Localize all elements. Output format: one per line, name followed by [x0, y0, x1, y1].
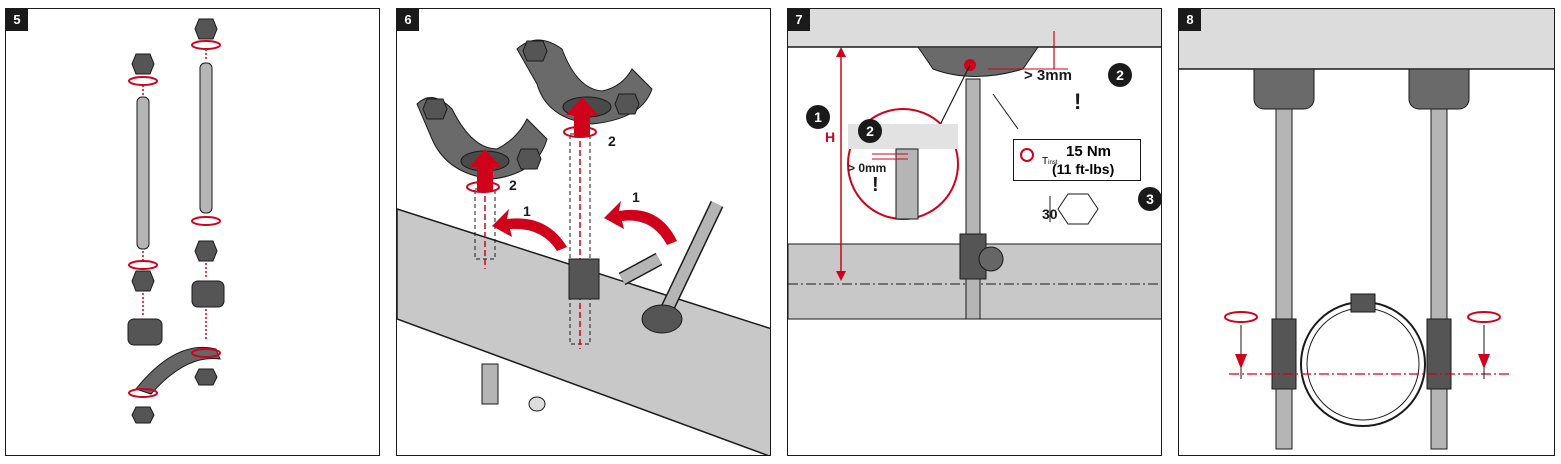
step-7-panel: 7 H 1 2 2 3 > 3mm ! > 0mm ! Tinst 15 Nm …	[787, 8, 1162, 456]
rotate-label-left: 2	[509, 177, 517, 193]
height-check-illustration	[788, 9, 1161, 320]
step-number: 7	[788, 9, 810, 31]
marker-2-detail: 2	[858, 119, 882, 143]
rotate-label-right: 2	[608, 133, 616, 149]
mounting-illustration	[397, 39, 770, 455]
marker-1: 1	[806, 105, 830, 129]
wrench-size: 30	[1042, 206, 1058, 222]
left-rod-assembly	[127, 53, 221, 424]
right-rod-assembly	[191, 18, 225, 386]
check-mark-detail: !	[872, 174, 879, 196]
step-6-panel: 6	[396, 8, 771, 456]
gap-top-label: > 3mm	[1024, 67, 1072, 84]
step-number: 5	[6, 9, 28, 31]
step-number: 8	[1179, 9, 1201, 31]
torque-nm: 15 Nm	[1066, 143, 1112, 160]
exploded-assembly-illustration	[127, 18, 225, 424]
height-label: H	[825, 129, 836, 145]
marker-3: 3	[1138, 187, 1161, 211]
arrow-label-left: 1	[523, 203, 531, 219]
arrow-label-right: 1	[632, 189, 640, 205]
torque-wrench-icon	[1020, 148, 1034, 162]
torque-symbol: Tinst	[1042, 156, 1058, 167]
check-mark-top: !	[1074, 89, 1082, 114]
torque-spec-box: Tinst 15 Nm (11 ft-lbs)	[1013, 139, 1141, 181]
step-5-panel: 5	[5, 8, 380, 456]
final-assembly-illustration	[1179, 9, 1554, 450]
step-number: 6	[397, 9, 419, 31]
gap-detail-label: > 0mm	[848, 161, 887, 175]
marker-2: 2	[1108, 63, 1132, 87]
step-8-panel: 8	[1178, 8, 1555, 456]
torque-ftlbs: (11 ft-lbs)	[1052, 161, 1115, 177]
